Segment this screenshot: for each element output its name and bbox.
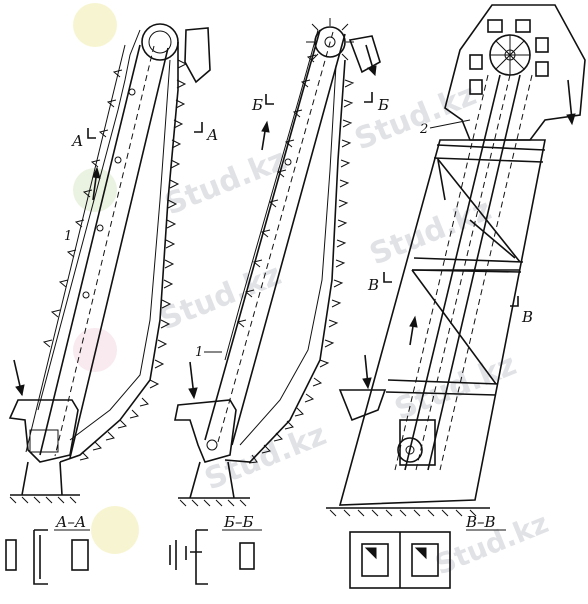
top-sprocket-hub (324, 36, 336, 48)
part-number: 1 (64, 229, 72, 244)
watermark-logo-icon (91, 506, 139, 554)
section-part (185, 529, 208, 585)
discharge-arrow-head-icon (367, 65, 377, 77)
section-mark-icon (265, 94, 274, 105)
boot-housing (8, 399, 79, 463)
boom-rail (231, 33, 346, 446)
chain-left (224, 29, 319, 361)
bolt-icon (128, 88, 136, 96)
ground-hatch (329, 509, 477, 517)
motion-arrow-head-icon (261, 120, 270, 133)
boot-sprocket-hub (405, 445, 415, 455)
drive-housing (184, 27, 211, 84)
section-fill (364, 547, 427, 560)
section-mark-icon (87, 128, 96, 139)
top-sprocket-hub (148, 30, 172, 54)
chain-outer (224, 59, 346, 463)
section-part (5, 539, 17, 571)
chain-inner (239, 64, 337, 446)
head-casing (444, 4, 586, 141)
bolt-icon (284, 158, 292, 166)
section-label: А (206, 126, 218, 144)
boom-axis (217, 31, 334, 443)
boom-rail (427, 74, 521, 471)
part-number: 2 (419, 122, 428, 137)
elevator-3: В В 2 В–В (326, 4, 586, 589)
feed-arrow-head-icon (188, 387, 198, 400)
support-legs (178, 461, 250, 499)
section-part (169, 540, 177, 570)
truss (385, 144, 546, 396)
chain-inner (69, 59, 171, 441)
section-label: В (521, 308, 533, 326)
drive-housing (348, 35, 381, 74)
feed-arrow-head-icon (15, 384, 25, 397)
elevator-1: А А 1 А–А (5, 23, 218, 585)
top-sprocket-icon (141, 23, 179, 61)
section-label: Б (251, 96, 263, 114)
cross-section-a: А–А (5, 513, 90, 585)
boom-rail (404, 74, 501, 471)
boot-housing (174, 399, 237, 463)
watermark-logo-icon (73, 3, 117, 47)
support-legs (10, 461, 80, 496)
watermark-text: Stud.kz (155, 257, 286, 337)
ground-hatch (179, 499, 247, 507)
cross-section-v: В–В (349, 513, 506, 589)
buckets (469, 19, 549, 95)
section-part (361, 543, 389, 577)
chain-dash (439, 74, 533, 471)
discharge-arrow-head-icon (566, 113, 576, 126)
ground-hatch (9, 496, 77, 504)
boom-rail (204, 29, 321, 441)
boot-sprocket-icon (29, 429, 59, 453)
sprocket-spokes (490, 35, 530, 75)
chain-teeth (42, 59, 188, 461)
section-part (33, 529, 48, 585)
section-part (411, 543, 439, 577)
section-label: В (367, 276, 379, 294)
feed-hopper (338, 389, 387, 422)
boot-sprocket-icon (397, 437, 423, 463)
tower-casing (338, 139, 546, 506)
section-mark-icon (364, 92, 373, 103)
section-mark-icon (194, 122, 203, 133)
chain-left (37, 29, 141, 411)
boom-axis (415, 74, 511, 471)
section-title: Б–Б (223, 513, 254, 531)
section-part (239, 542, 255, 570)
section-mark-icon (383, 272, 392, 283)
boom-rail (39, 44, 141, 456)
section-title: В–В (465, 513, 496, 531)
motion-arrow-head-icon (409, 315, 418, 328)
elevator-2: Б Б 1 Б–Б (169, 18, 389, 585)
boot-sprocket-icon (206, 439, 218, 451)
motion-arrow-head-icon (92, 166, 101, 179)
watermark-text: Stud.kz (160, 142, 291, 222)
section-title: А–А (55, 513, 86, 531)
feed-arrow-head-icon (362, 377, 372, 390)
boom-rail (69, 47, 169, 459)
boom-axis (54, 45, 155, 457)
section-part (71, 539, 89, 571)
section-label: Б (377, 96, 389, 114)
part-number: 1 (195, 345, 203, 360)
chain-inner-line (25, 44, 126, 453)
discharge-arrow-icon (567, 79, 573, 121)
bolt-icon (114, 156, 122, 164)
cross-section-b: Б–Б (169, 513, 262, 585)
section-label: А (71, 132, 83, 150)
bolt-icon (82, 291, 90, 299)
leader-line (429, 119, 471, 129)
chain-dash (394, 74, 489, 471)
section-mark-icon (510, 296, 519, 307)
bolt-icon (96, 224, 104, 232)
